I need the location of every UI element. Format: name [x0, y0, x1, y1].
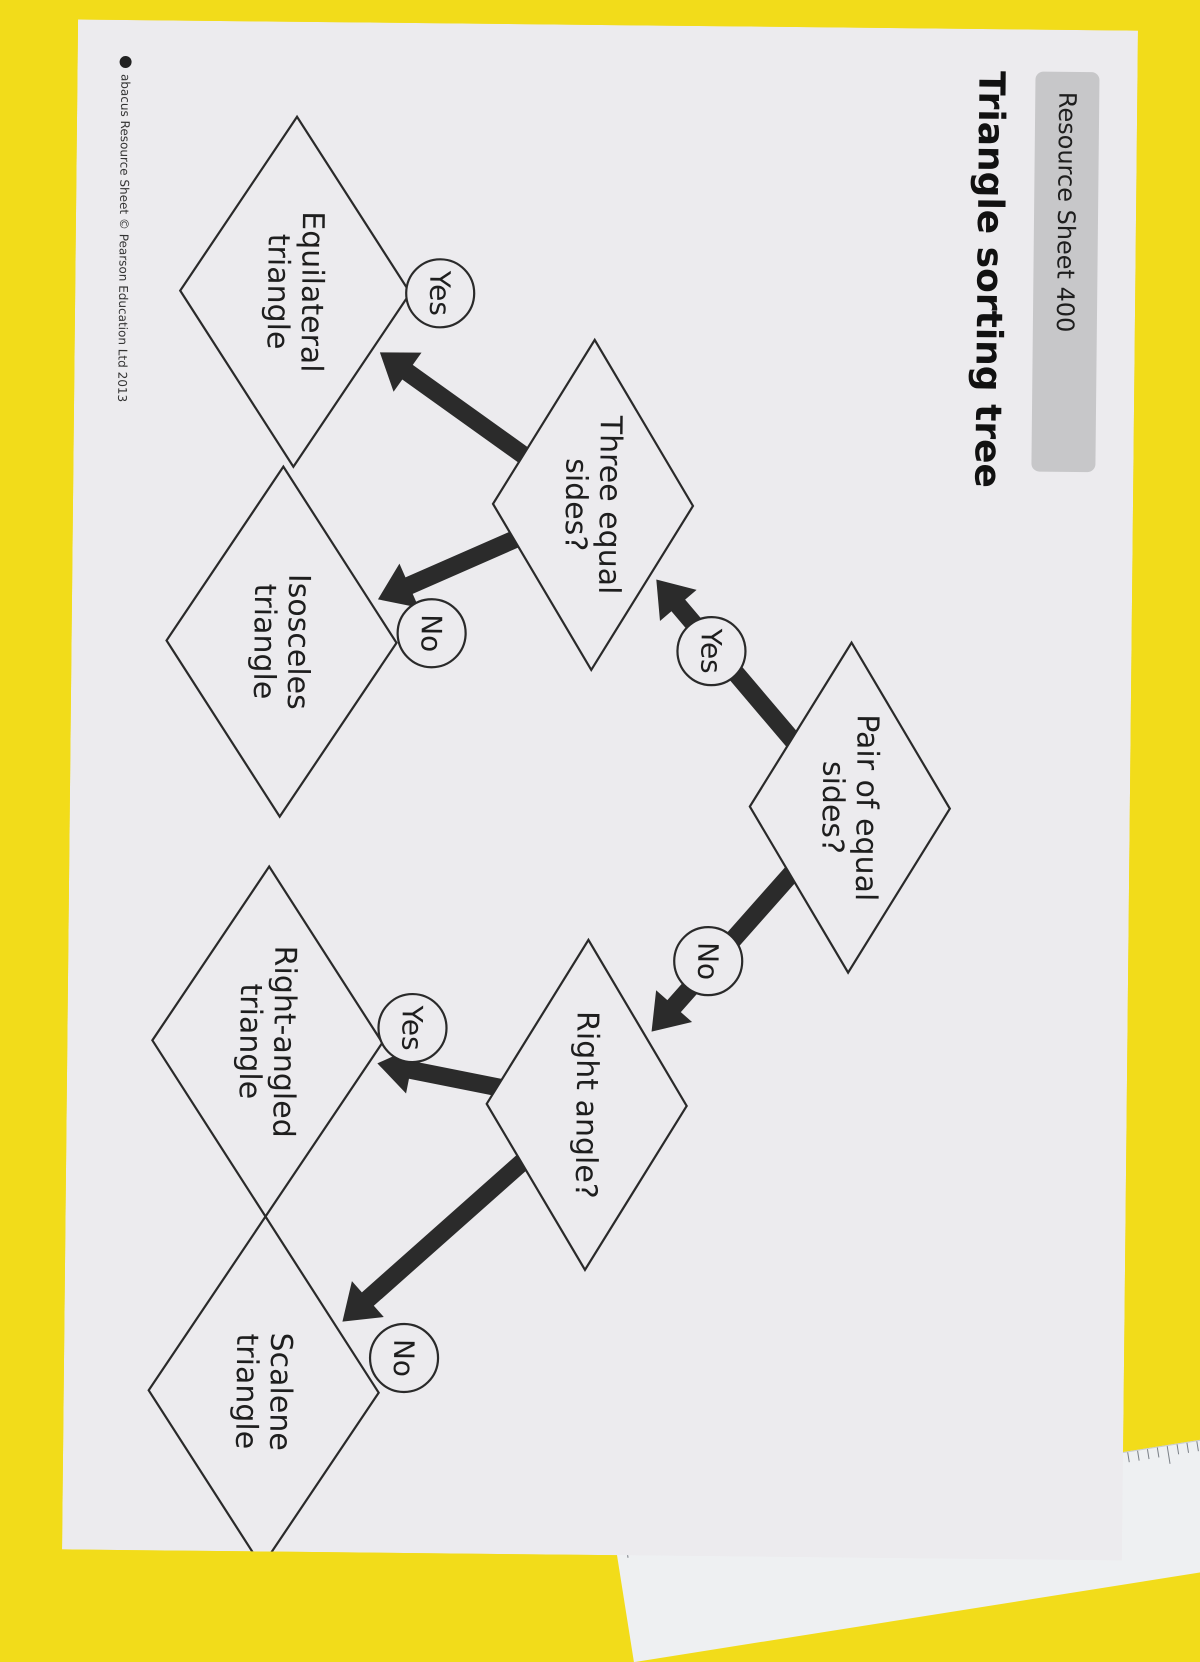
ruler-tick [1127, 1452, 1130, 1463]
badge-circle-three-yes [405, 258, 476, 329]
result-diamond-equilateral [178, 114, 412, 469]
ruler-tick [1196, 1441, 1199, 1452]
badge-label-three-no: No [414, 614, 447, 652]
sheet-footer: abacus Resource Sheet © Pearson Educatio… [115, 74, 132, 402]
badge-circle-three-no [396, 598, 467, 669]
sheet-title: Triangle sorting tree [966, 71, 1011, 488]
ruler-tick [1137, 1450, 1140, 1461]
badge-circle-pair-yes [676, 616, 747, 687]
node-label-right-0: Right angle? [568, 1011, 605, 1199]
badge-circle-pair-no [673, 926, 744, 997]
branch-badge-right-yes: Yes [377, 992, 448, 1064]
node-label-scalene-1: triangle [228, 1333, 264, 1449]
node-label-three-0: Three equal [591, 415, 628, 595]
node-label-three-1: sides? [557, 458, 593, 551]
badge-label-pair-yes: Yes [694, 627, 727, 674]
result-diamond-isosceles [165, 464, 398, 819]
branch-badge-pair-yes: Yes [676, 616, 747, 687]
badge-label-three-yes: Yes [423, 270, 456, 317]
node-label-pair-1: sides? [814, 761, 850, 854]
ruler-tick [1156, 1447, 1160, 1458]
branch-badge-three-no: No [396, 598, 467, 669]
badge-label-right-yes: Yes [395, 1004, 428, 1051]
node-label-pair-0: Pair of equal [848, 714, 885, 901]
header-tab [1031, 71, 1100, 473]
badge-label-pair-no: No [691, 942, 724, 980]
badge-circle-right-no [368, 1322, 440, 1394]
ruler-tick [1166, 1445, 1171, 1464]
node-label-isosceles-1: triangle [246, 583, 282, 699]
branch-badge-right-no: No [368, 1322, 440, 1394]
branch-arrow-three-yes [379, 352, 534, 466]
result-diamond-rightangled [151, 864, 384, 1219]
question-diamond-three [491, 337, 695, 673]
branch-badge-pair-no: No [673, 926, 744, 997]
node-label-equilateral-1: triangle [260, 234, 296, 350]
node-label-isosceles-0: Isosceles [280, 574, 316, 710]
node-label-rightangled-0: Right-angled [265, 945, 302, 1137]
sorting-tree-diagram: Resource Sheet 400 Triangle sorting tree… [62, 19, 1138, 1561]
node-label-equilateral-0: Equilateral [293, 211, 330, 373]
resource-sheet: Resource Sheet 400 Triangle sorting tree… [62, 19, 1138, 1561]
question-diamond-right [485, 937, 688, 1272]
result-diamond-scalene [147, 1214, 380, 1561]
node-label-scalene-0: Scalene [262, 1332, 298, 1451]
ruler-tick [1186, 1442, 1190, 1453]
footer-logo-dot [119, 55, 132, 68]
photo-scene: Resource Sheet 400 Triangle sorting tree… [62, 19, 1200, 1662]
badge-label-right-no: No [387, 1339, 420, 1377]
question-diamond-pair [748, 640, 952, 975]
sheet-header: Resource Sheet 400 [1051, 92, 1082, 333]
branch-arrow-three-no [377, 528, 524, 608]
ruler-tick [1176, 1444, 1180, 1455]
ruler-tick [1146, 1449, 1150, 1460]
badge-circle-right-yes [377, 992, 448, 1064]
branch-badge-three-yes: Yes [405, 258, 476, 329]
branch-arrow-right-no [342, 1151, 533, 1322]
node-label-rightangled-1: triangle [232, 983, 268, 1099]
node-right: Right angle? [485, 937, 688, 1272]
